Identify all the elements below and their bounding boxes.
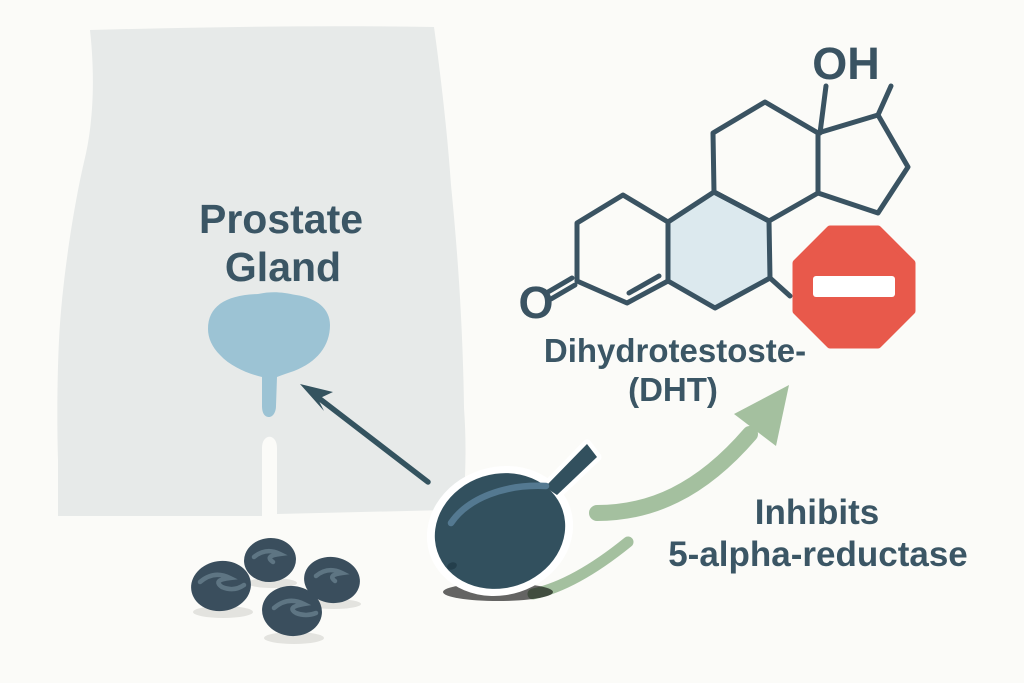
double-bond-line (626, 273, 662, 296)
seeds-group (191, 537, 361, 644)
pointer-arrow-shaft (317, 396, 431, 485)
hydroxyl-bond (817, 83, 829, 136)
prostate-label-line1: Prostate (199, 196, 363, 242)
prostate-shape (208, 292, 330, 417)
green-arrowhead (734, 385, 789, 446)
ketone-bond-line1 (548, 282, 578, 302)
prostate-label-line2: Gland (225, 244, 341, 290)
inhibits-label-line1: Inhibits (755, 493, 879, 532)
hydroxyl-oh-label: OH (812, 38, 880, 89)
ketone-o-label: O (518, 277, 553, 328)
body-silhouette (57, 26, 466, 516)
seed-shadow (247, 578, 297, 588)
methyl-bond (875, 83, 894, 118)
seed-detail (251, 548, 288, 565)
berry-stem (545, 444, 597, 495)
dht-label-line1: Dihydrotestoste- (544, 332, 806, 369)
ketone-bond-line2 (545, 275, 575, 295)
seed-detail (271, 598, 319, 618)
steroid-molecule (545, 83, 911, 311)
seed-detail (313, 567, 350, 584)
steroid-ring-d (815, 112, 911, 216)
stop-icon (792, 225, 916, 349)
green-arrow-shaft (589, 426, 758, 521)
berry-spot (447, 562, 457, 570)
bond-stub (767, 275, 793, 299)
dht-label-line2: (DHT) (628, 371, 718, 408)
seed-shadow (264, 632, 324, 644)
berry-highlight (447, 482, 550, 527)
seed-detail (197, 572, 247, 592)
steroid-ring-b (665, 189, 773, 311)
minus-bar (813, 276, 895, 297)
inhibits-label-line2: 5-alpha-reductase (668, 535, 968, 574)
berry-body (434, 473, 566, 589)
berry-icon (426, 439, 602, 601)
pointer-arrow (300, 384, 431, 485)
pointer-arrowhead (300, 384, 333, 411)
steroid-ring-a (574, 192, 671, 306)
